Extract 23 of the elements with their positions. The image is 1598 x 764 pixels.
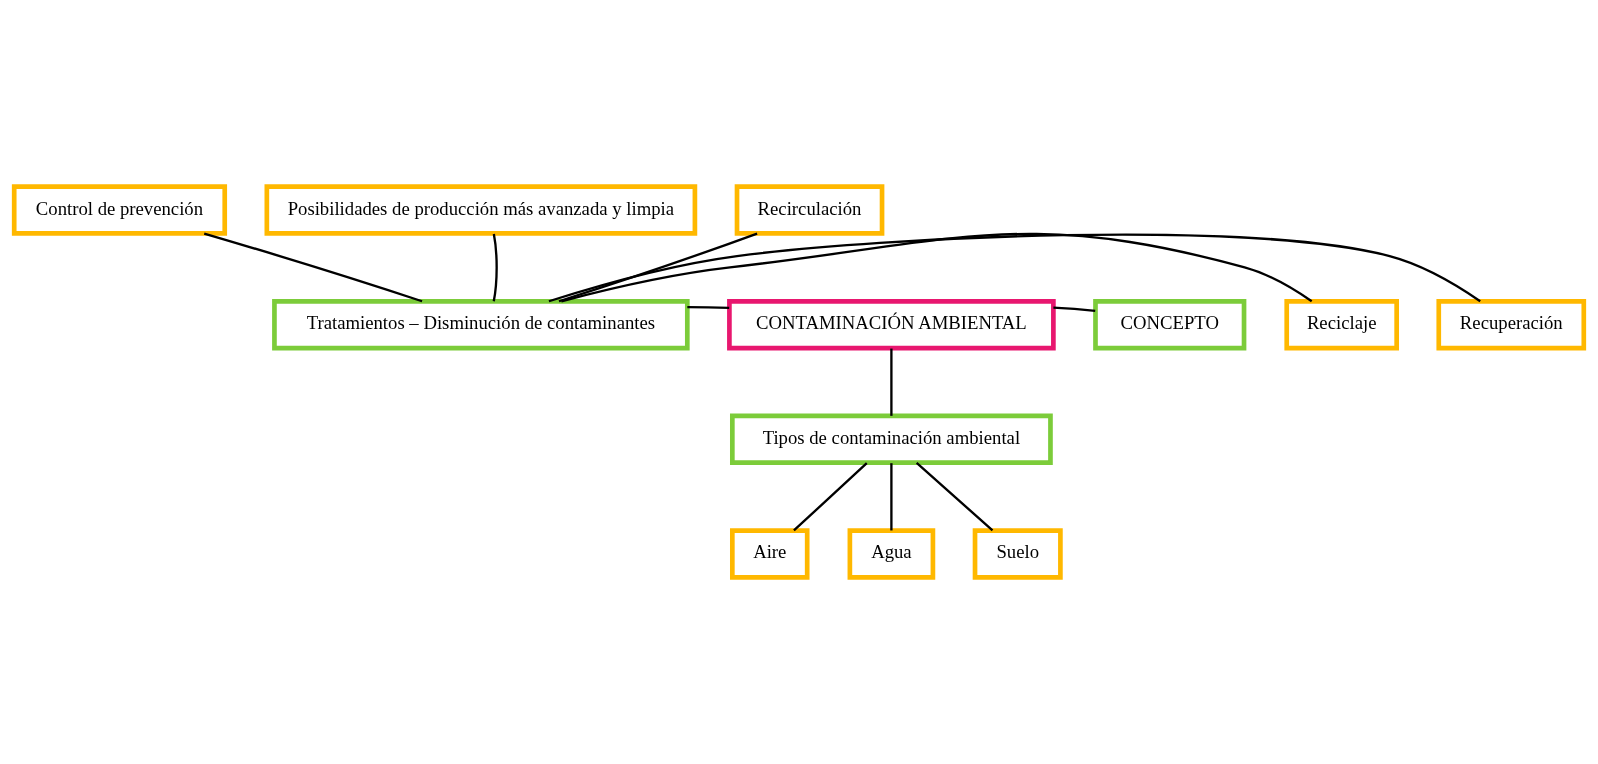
connector bbox=[548, 233, 1481, 303]
node-box: Recuperación bbox=[1436, 298, 1587, 351]
connector bbox=[558, 232, 758, 303]
node-box: Recirculación bbox=[734, 184, 885, 236]
node-box: Agua bbox=[847, 528, 936, 580]
connector bbox=[492, 233, 498, 302]
connector bbox=[1053, 306, 1096, 313]
node-box: Posibilidades de producción más avanzada y limpia bbox=[264, 184, 698, 236]
connector bbox=[890, 463, 893, 531]
node-box: Aire bbox=[730, 528, 810, 580]
node-box: Suelo bbox=[972, 528, 1063, 580]
node-box: Reciclaje bbox=[1284, 298, 1399, 351]
connector bbox=[793, 462, 868, 532]
connector bbox=[561, 232, 1313, 303]
connector bbox=[915, 462, 994, 532]
connector bbox=[687, 305, 730, 310]
node-box: Control de prevención bbox=[11, 184, 228, 236]
node-box: Tratamientos – Disminución de contaminantes bbox=[272, 298, 690, 351]
node-box: CONTAMINACIÓN AMBIENTAL bbox=[727, 298, 1056, 351]
connector bbox=[203, 232, 423, 303]
connector bbox=[890, 348, 893, 416]
node-box: CONCEPTO bbox=[1093, 298, 1247, 351]
node-box: Tipos de contaminación ambiental bbox=[730, 413, 1053, 466]
